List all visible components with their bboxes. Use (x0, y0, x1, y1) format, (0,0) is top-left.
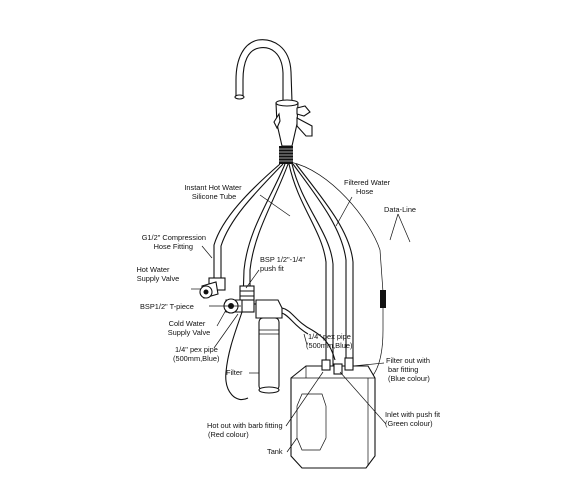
filter (255, 299, 336, 394)
label-pex-pipe-left: 1/4" pex pipe (500mm,Blue) (173, 345, 220, 363)
leader-lines (191, 194, 411, 453)
label-cold-water-valve: Cold Water Supply Valve (168, 319, 211, 337)
label-filter-out: Filter out with bar fitting (Blue colour… (386, 356, 432, 383)
label-pex-pipe-right: 1/4" pex pipe (500mm,Blue) (306, 332, 353, 350)
pex-pipe-to-filter (225, 311, 249, 400)
label-tank: Tank (267, 447, 283, 456)
label-hot-out: Hot out with barb fitting (Red colour) (207, 421, 285, 439)
bsp-push-fit (239, 285, 255, 303)
label-t-piece: BSP1/2" T-piece (140, 302, 194, 311)
tap (234, 39, 313, 164)
label-filter: Filter (226, 368, 243, 377)
label-hot-water-valve: Hot Water Supply Valve (136, 265, 179, 283)
hot-water-supply-valve (199, 277, 226, 299)
data-line-connector (380, 290, 386, 308)
tank (290, 357, 376, 469)
label-compression-fitting: G1/2" Compression Hose Fitting (142, 233, 208, 251)
label-data-line: Data-Line (384, 205, 416, 214)
label-instant-hot-water: Instant Hot Water Silicone Tube (184, 183, 243, 201)
hoses (213, 161, 384, 386)
label-filtered-water-hose: Filtered Water Hose (344, 178, 392, 196)
label-bsp-push-fit: BSP 1/2"-1/4" push fit (260, 255, 307, 273)
label-inlet: Inlet with push fit (Green colour) (385, 410, 442, 428)
